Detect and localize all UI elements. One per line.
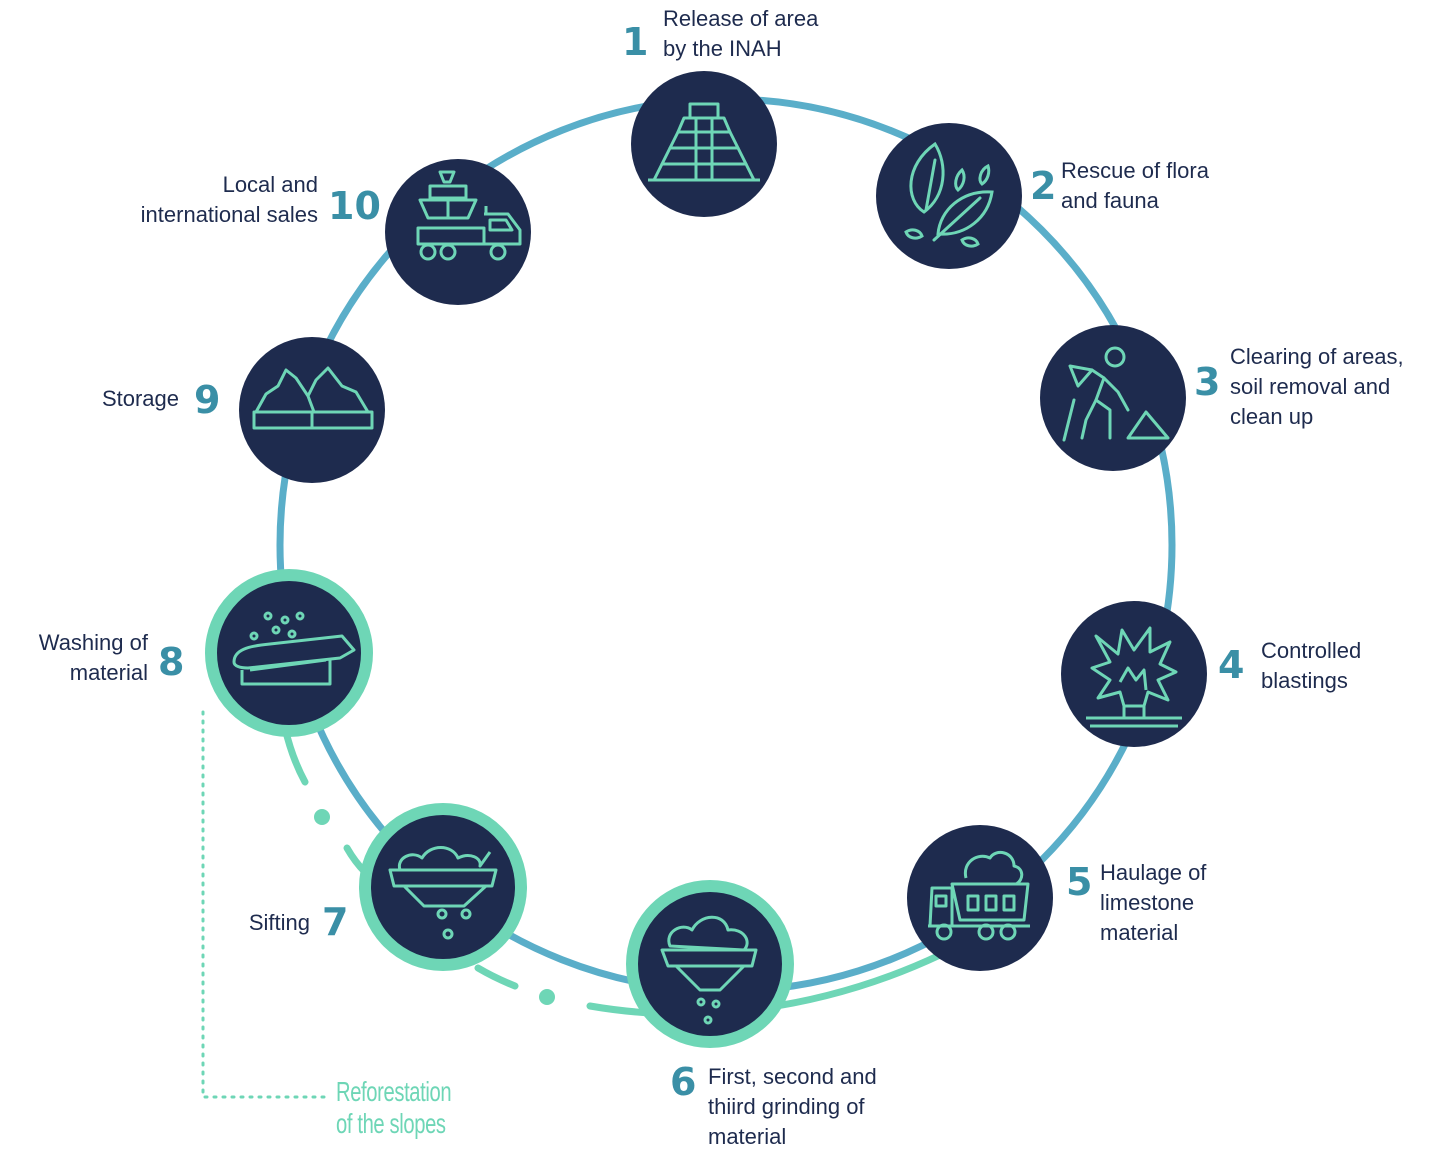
step-2-label-line: and fauna	[1061, 188, 1159, 213]
step-1-label: Release of area by the INAH	[663, 4, 818, 64]
step-10-number: 10	[328, 184, 381, 228]
reforestation-dot	[314, 809, 330, 825]
step-4-node	[1061, 601, 1207, 747]
step-8-label-line: Washing of	[38, 630, 148, 655]
step-7-label-line: Sifting	[248, 910, 310, 935]
step-3-label: Clearing of areas, soil removal and clea…	[1230, 342, 1404, 432]
step-3-number: 3	[1194, 360, 1221, 404]
leaves-icon	[904, 141, 994, 248]
step-2-number: 2	[1030, 164, 1057, 208]
step-8-node	[205, 569, 373, 737]
step-5-label-line: limestone	[1100, 890, 1195, 915]
step-3-label-line: clean up	[1230, 404, 1314, 429]
explosion-icon	[1086, 626, 1182, 728]
step-10-label-line: international sales	[140, 202, 318, 227]
step-8-label: Washing of material	[39, 628, 148, 688]
reforestation-leader	[201, 710, 332, 1099]
step-6-label-line: First, second and	[708, 1064, 877, 1089]
step-6-number: 6	[670, 1060, 697, 1104]
reforestation-dot	[539, 989, 555, 1005]
step-4-label: Controlled blastings	[1261, 636, 1361, 696]
step-9-number: 9	[194, 378, 221, 422]
step-9-label: Storage	[102, 384, 179, 414]
step-2-label-line: Rescue of flora	[1061, 158, 1209, 183]
step-5-label: Haulage of limestone material	[1100, 858, 1206, 948]
pyramid-icon	[648, 102, 760, 182]
reforestation-label-line: Reforestation	[336, 1076, 452, 1107]
step-7-label: Sifting	[249, 908, 310, 938]
step-8-label-line: material	[69, 660, 148, 685]
step-2-label: Rescue of flora and fauna	[1061, 156, 1209, 216]
step-3-label-line: soil removal and	[1230, 374, 1391, 399]
reforestation-label-line: of the slopes	[336, 1108, 446, 1139]
step-5-label-line: material	[1100, 920, 1179, 945]
step-5-label-line: Haulage of	[1100, 860, 1207, 885]
worker-shovel-icon	[1062, 346, 1170, 442]
step-7-number: 7	[322, 900, 349, 944]
step-6-label: First, second and thiird grinding of mat…	[708, 1062, 877, 1152]
step-1-number: 1	[622, 20, 649, 64]
ship-truck-icon	[416, 170, 522, 261]
washing-icon	[232, 611, 356, 686]
step-1-node	[631, 71, 777, 217]
step-6-label-line: thiird grinding of	[708, 1094, 865, 1119]
step-4-label-line: blastings	[1261, 668, 1348, 693]
step-7-node	[359, 803, 527, 971]
step-4-number: 4	[1218, 643, 1245, 687]
step-1-label-line: by the INAH	[663, 36, 782, 61]
step-4-label-line: Controlled	[1261, 638, 1362, 663]
step-10-label: Local and international sales	[141, 170, 318, 230]
reforestation-label: Reforestation of the slopes	[336, 1076, 452, 1140]
step-9-node	[239, 337, 385, 483]
stockpile-icon	[252, 366, 374, 430]
step-9-label-line: Storage	[101, 386, 179, 411]
step-6-label-line: material	[708, 1124, 787, 1149]
step-3-label-line: Clearing of areas,	[1230, 344, 1404, 369]
step-10-node	[385, 159, 531, 305]
grinding-icon	[660, 915, 758, 1025]
step-5-node	[907, 825, 1053, 971]
step-1-label-line: Release of area	[663, 6, 819, 31]
step-8-number: 8	[158, 640, 185, 684]
step-6-node	[626, 880, 794, 1048]
step-2-node	[876, 123, 1022, 269]
sifting-icon	[388, 846, 498, 940]
step-5-number: 5	[1066, 860, 1093, 904]
step-3-node	[1040, 325, 1186, 471]
dump-truck-icon	[928, 850, 1030, 941]
step-10-label-line: Local and	[222, 172, 318, 197]
